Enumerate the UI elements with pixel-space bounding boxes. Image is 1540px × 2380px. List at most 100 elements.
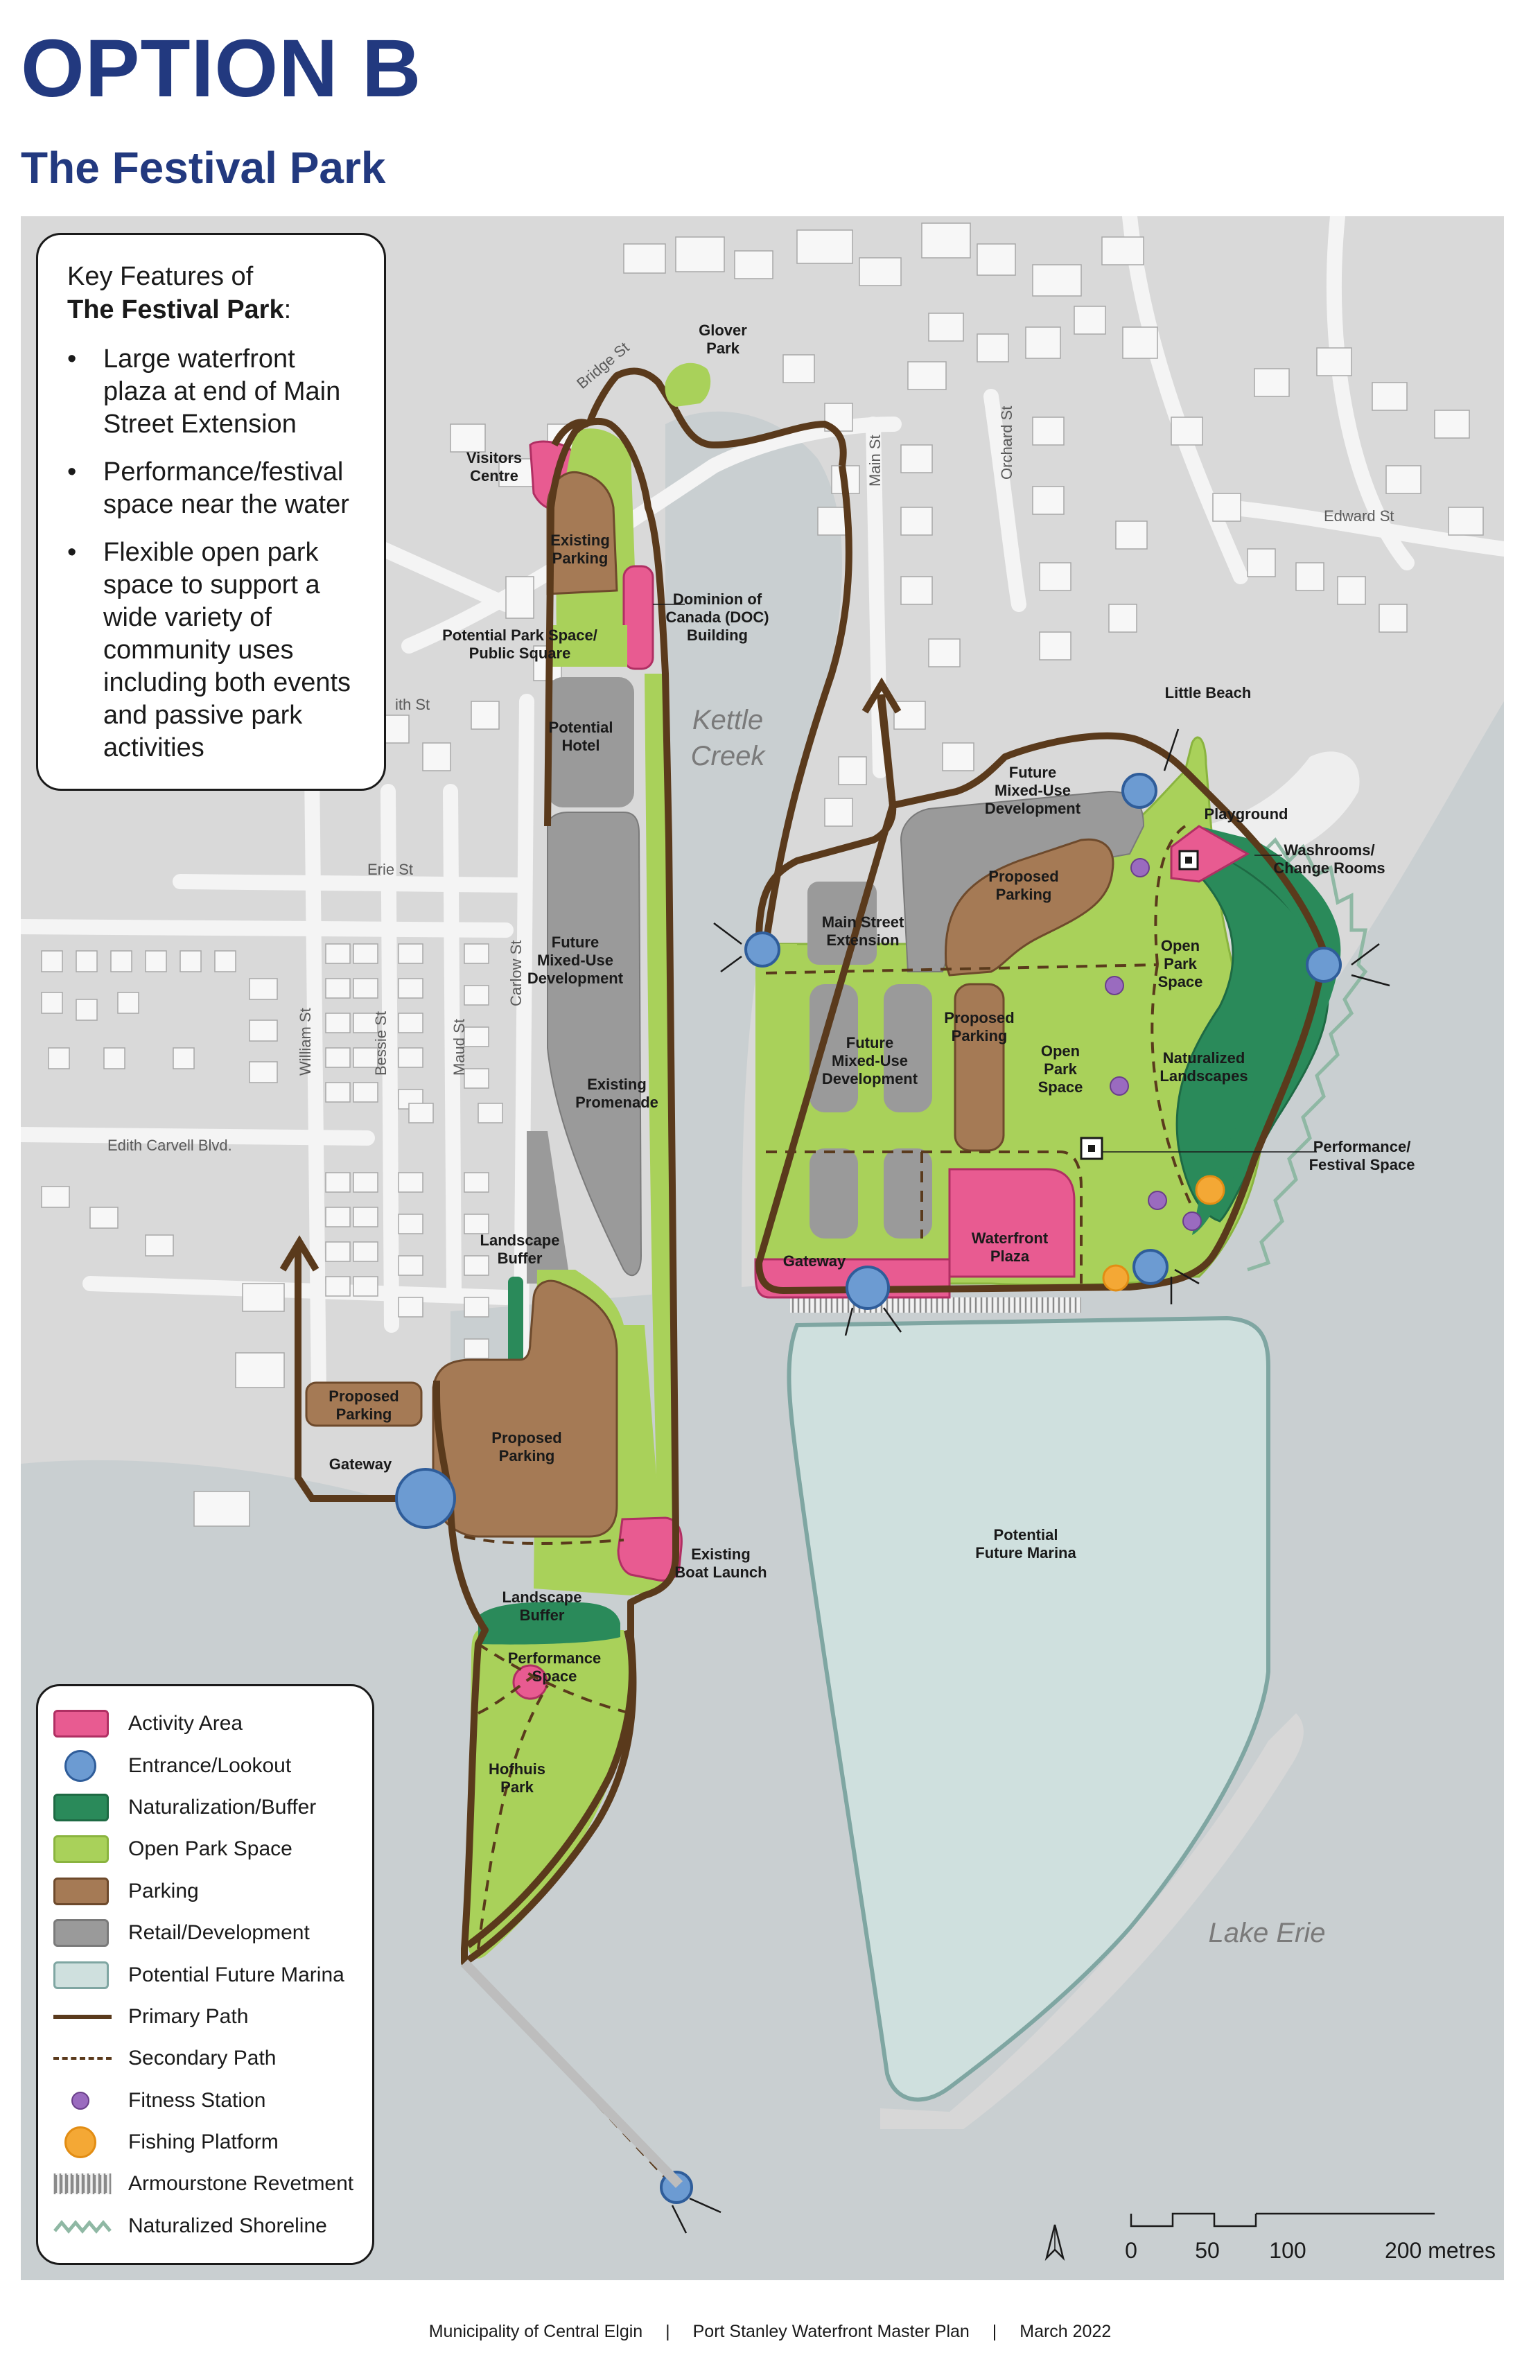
svg-text:Gateway: Gateway	[783, 1252, 846, 1270]
potential-park-space[interactable]	[551, 625, 627, 667]
svg-text:Proposed: Proposed	[988, 868, 1058, 885]
scale-tick-100: 100	[1269, 2238, 1306, 2263]
svg-text:Hofhuis: Hofhuis	[489, 1760, 545, 1778]
svg-text:Landscape: Landscape	[502, 1589, 582, 1606]
future-mixed-use-east-b[interactable]	[884, 984, 932, 1112]
open-park-space-swatch	[53, 1835, 109, 1864]
north-arrow-icon	[1044, 2224, 1065, 2261]
main-street-arrow-path	[878, 694, 896, 806]
primary-path-creek-east	[762, 465, 852, 945]
legend-item-retail-development: Retail/Development	[53, 1912, 372, 1954]
main-street-extension-block[interactable]	[807, 882, 877, 965]
glover-park[interactable]	[665, 362, 711, 407]
waterfront-plaza[interactable]	[948, 1168, 1076, 1278]
svg-text:Promenade: Promenade	[575, 1094, 658, 1111]
armourstone-revetment-east	[790, 1297, 1081, 1313]
future-mixed-use-east-a[interactable]	[810, 984, 858, 1112]
legend-item-activity-area: Activity Area	[53, 1703, 372, 1744]
svg-text:Parking: Parking	[552, 550, 609, 567]
primary-path-hofhuis	[466, 1629, 636, 1949]
retail-development-swatch	[53, 1919, 109, 1948]
legend-label: Armourstone Revetment	[128, 2172, 354, 2196]
svg-text:Performance: Performance	[508, 1650, 602, 1667]
hofhuis-park[interactable]	[468, 1630, 631, 1959]
washroom-icons	[1080, 850, 1199, 1160]
potential-future-marina[interactable]	[787, 1315, 1270, 2102]
svg-text:Maud St: Maud St	[450, 1019, 468, 1076]
legend-label: Fitness Station	[128, 2088, 266, 2112]
key-feature-item: •Performance/festival space near the wat…	[67, 456, 360, 521]
parking-swatch	[53, 1877, 109, 1905]
bullet-icon: •	[67, 538, 77, 567]
svg-text:Landscapes: Landscapes	[1160, 1067, 1248, 1085]
legend-label: Secondary Path	[128, 2047, 277, 2070]
primary-path-swatch	[53, 2014, 112, 2019]
legend-label: Parking	[128, 1879, 199, 1902]
svg-text:Proposed: Proposed	[944, 1009, 1014, 1026]
key-feature-item: •Flexible open park space to support a w…	[67, 536, 360, 764]
svg-text:Future: Future	[846, 1034, 893, 1051]
proposed-parking-ne[interactable]	[944, 838, 1114, 977]
svg-text:Proposed: Proposed	[329, 1388, 399, 1405]
green-strip-carlow[interactable]	[527, 1131, 568, 1284]
future-mixed-use-east-d[interactable]	[884, 1148, 932, 1239]
svg-text:William St: William St	[297, 1008, 314, 1076]
legend-item-parking: Parking	[53, 1871, 372, 1912]
landscape-buffer-south[interactable]	[478, 1602, 620, 1645]
svg-text:Festival Space: Festival Space	[1309, 1156, 1415, 1173]
svg-text:Little Beach: Little Beach	[1165, 684, 1252, 701]
svg-text:Playground: Playground	[1204, 805, 1288, 823]
scale-bar-graphic: 0 50 100 200 metres	[1044, 2212, 1496, 2263]
svg-text:Dominion of: Dominion of	[673, 590, 762, 608]
svg-text:Landscape: Landscape	[480, 1232, 560, 1249]
proposed-parking-small[interactable]	[305, 1381, 423, 1427]
map-legend: Activity Area Entrance/Lookout Naturaliz…	[36, 1684, 374, 2265]
leader-lines	[653, 604, 1317, 1153]
proposed-parking-large[interactable]	[432, 1279, 618, 1538]
lake-erie-label: Lake Erie	[1209, 1918, 1326, 1948]
fishing-platform-swatch	[64, 2126, 96, 2159]
doc-building[interactable]	[622, 565, 654, 670]
kettle-creek-water	[651, 411, 842, 1297]
west-strip-open-park[interactable]	[755, 944, 797, 1277]
svg-text:Park: Park	[500, 1778, 534, 1796]
naturalization-buffer-swatch	[53, 1793, 109, 1821]
svg-text:Washrooms/: Washrooms/	[1284, 841, 1374, 859]
svg-text:Existing: Existing	[691, 1546, 751, 1563]
svg-text:Parking: Parking	[952, 1027, 1008, 1044]
svg-text:Orchard St: Orchard St	[998, 406, 1015, 480]
key-features-heading-bold: The Festival Park:	[67, 293, 360, 326]
svg-text:Extension: Extension	[826, 931, 899, 949]
fitness-stations[interactable]	[1105, 858, 1202, 1231]
armourstone-swatch	[53, 2173, 112, 2195]
future-mixed-use-east-c[interactable]	[810, 1148, 858, 1239]
fishing-platforms[interactable]	[1102, 1175, 1225, 1292]
svg-text:Main Street: Main Street	[822, 913, 904, 931]
potential-hotel[interactable]	[548, 677, 634, 807]
future-mixed-use-west[interactable]	[547, 812, 642, 1277]
scale-tick-50: 50	[1195, 2238, 1220, 2263]
legend-item-open-park-space: Open Park Space	[53, 1828, 372, 1870]
legend-label: Activity Area	[128, 1712, 243, 1735]
secondary-paths-east	[765, 825, 1193, 1284]
road-network	[21, 216, 1504, 1506]
footer-separator: |	[665, 2322, 670, 2341]
primary-path-west-gateway	[295, 1249, 437, 1502]
svg-text:Glover: Glover	[699, 322, 747, 339]
svg-text:Space: Space	[1158, 973, 1203, 990]
svg-text:Building: Building	[687, 627, 748, 644]
svg-text:Park: Park	[1164, 955, 1197, 972]
svg-text:Proposed: Proposed	[491, 1429, 561, 1446]
svg-text:Open: Open	[1161, 937, 1200, 954]
svg-text:Main St: Main St	[866, 435, 884, 487]
pier-south	[460, 1959, 683, 2188]
place-labels: Glover Park Visitors Centre Existing Par…	[329, 322, 1415, 1796]
svg-text:Potential: Potential	[549, 719, 613, 736]
entrance-lookouts[interactable]	[395, 773, 1342, 2204]
svg-text:Development: Development	[985, 800, 1081, 817]
bullet-icon: •	[67, 344, 77, 374]
legend-label: Primary Path	[128, 2004, 249, 2028]
svg-text:Change Rooms: Change Rooms	[1273, 859, 1385, 877]
legend-item-fishing-platform: Fishing Platform	[53, 2121, 372, 2163]
secondary-path-swatch	[53, 2057, 112, 2060]
